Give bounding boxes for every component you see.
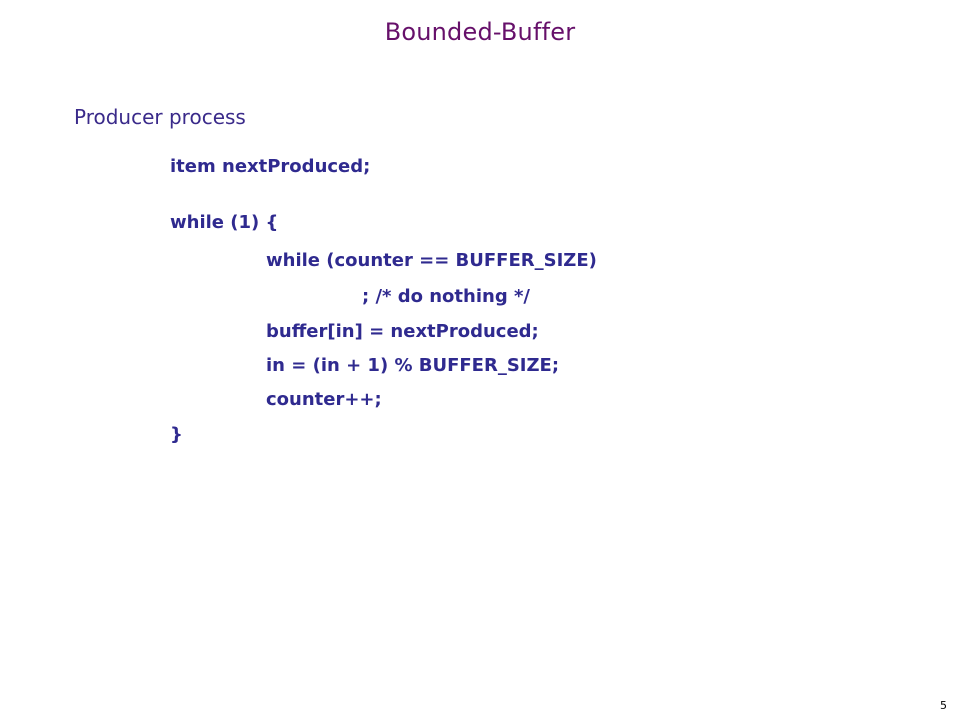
code-line-empty-statement: ; /* do nothing */ [362, 286, 530, 307]
code-line-buffer-assign: buffer[in] = nextProduced; [266, 321, 539, 342]
code-line-declaration: item nextProduced; [170, 156, 371, 177]
code-line-inner-loop: while (counter == BUFFER_SIZE) [266, 250, 597, 271]
slide-title: Bounded-Buffer [384, 18, 576, 46]
code-line-counter-increment: counter++; [266, 389, 382, 410]
code-line-closing-brace: } [170, 424, 183, 445]
code-line-index-update: in = (in + 1) % BUFFER_SIZE; [266, 355, 560, 376]
code-line-outer-loop: while (1) { [170, 212, 279, 233]
section-heading: Producer process [74, 105, 246, 129]
page-number: 5 [940, 699, 947, 712]
